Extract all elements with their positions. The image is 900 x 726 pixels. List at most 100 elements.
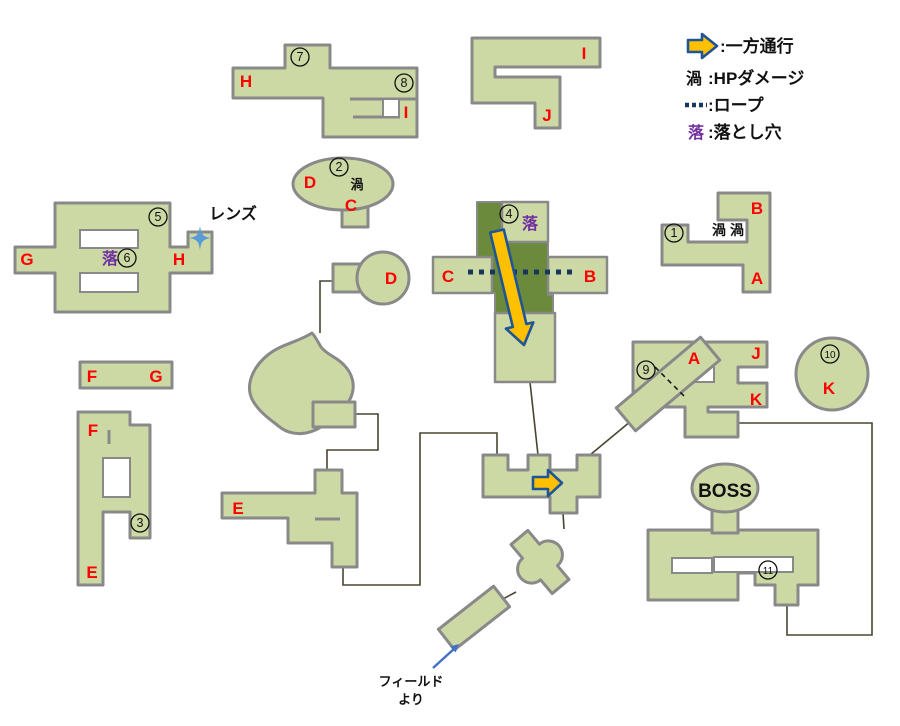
circled-number-2: 2 xyxy=(329,157,349,177)
one-way-arrow-hub xyxy=(531,468,564,498)
room-d-circle xyxy=(331,250,411,306)
label-g6: G xyxy=(20,250,33,269)
room-boss-11 xyxy=(646,462,820,607)
label-uzu2: 渦 xyxy=(350,177,363,192)
svg-text:5: 5 xyxy=(155,210,162,224)
room-f-g xyxy=(78,360,174,390)
hub-room xyxy=(481,453,602,515)
circled-numbers: 7 8 2 5 6 1 4 3 9 10 11 xyxy=(117,47,840,580)
label-a1: A xyxy=(751,269,763,288)
label-c2: C xyxy=(345,196,357,215)
svg-text:9: 9 xyxy=(643,363,650,377)
room-6-hole-bottom xyxy=(79,272,139,293)
circled-number-11: 11 xyxy=(758,560,778,580)
label-f-small: F xyxy=(87,367,97,386)
connector-hub-to-room9 xyxy=(589,420,632,456)
one-way-legend-icon xyxy=(686,32,719,60)
flower-room xyxy=(509,528,571,596)
legend-hp-damage-label: :HPダメージ xyxy=(708,68,804,88)
room-10-k xyxy=(794,336,870,412)
svg-text:1: 1 xyxy=(671,226,678,240)
label-b1: B xyxy=(751,199,763,218)
legend-one-way-label: :一方通行 xyxy=(720,36,794,56)
field-entry-arrow xyxy=(432,644,459,669)
room-4-b-bar xyxy=(546,255,609,295)
label-c4: C xyxy=(442,267,454,286)
label-boss: BOSS xyxy=(698,481,752,502)
label-d2: D xyxy=(304,173,316,192)
room-11-hole-left xyxy=(671,557,713,574)
legend-rope-label: :ロープ xyxy=(708,95,765,115)
room-6-hole-top xyxy=(79,229,139,249)
label-k9: K xyxy=(750,390,763,409)
label-i-top: I xyxy=(404,103,409,122)
room-f-3-e xyxy=(76,410,152,587)
label-a9: A xyxy=(688,349,700,368)
room-d-round xyxy=(355,250,411,306)
svg-text:11: 11 xyxy=(763,566,774,577)
label-uzu1b: 渦 xyxy=(730,222,744,238)
label-fall4: 落 xyxy=(522,214,539,233)
room-4-top-right xyxy=(500,200,550,244)
circled-number-4: 4 xyxy=(499,204,519,224)
label-b4: B xyxy=(584,267,596,286)
connector-lines xyxy=(319,280,873,636)
label-j9: J xyxy=(751,344,760,363)
room-1-a-b xyxy=(660,191,772,294)
svg-text:3: 3 xyxy=(137,516,144,530)
room-5-6-shape xyxy=(13,201,214,314)
label-uzu1a: 渦 xyxy=(712,222,726,238)
svg-text:6: 6 xyxy=(124,251,131,265)
label-f3: F xyxy=(88,421,98,440)
svg-text:7: 7 xyxy=(297,50,304,64)
label-g-small: G xyxy=(149,367,162,386)
room-h-7-8-i-shape xyxy=(231,43,419,139)
label-e-main: E xyxy=(232,499,243,518)
connector-blob-to-e xyxy=(326,413,379,470)
legend: :一方通行 渦 :HPダメージ :ロープ 落 :落とし穴 xyxy=(685,32,804,142)
blob-room xyxy=(248,331,357,435)
label-lens: レンズ xyxy=(209,204,257,223)
label-field-line2: より xyxy=(398,692,424,707)
circled-number-6: 6 xyxy=(117,248,137,268)
room-f-3-e-hole xyxy=(102,457,131,498)
room-2-blob xyxy=(291,156,395,212)
room-e xyxy=(220,468,359,569)
connector-hub-to-flower xyxy=(562,512,565,530)
lens-sparkle-icon xyxy=(189,226,211,250)
room-4-pitfall xyxy=(431,200,609,384)
circled-number-7: 7 xyxy=(290,47,310,67)
room-8-hole xyxy=(382,98,400,118)
field-arrow-line xyxy=(432,647,456,669)
rope-line-room9 xyxy=(654,366,687,399)
circled-number-1: 1 xyxy=(664,223,684,243)
field-arrow-head xyxy=(450,644,459,653)
label-field-line1: フィールド xyxy=(379,674,444,689)
label-j-mid: J xyxy=(542,106,551,125)
boss-chamber xyxy=(690,462,760,514)
legend-fall-glyph: 落 xyxy=(688,123,705,142)
label-h-top: H xyxy=(240,72,252,91)
circled-number-9: 9 xyxy=(636,360,656,380)
connector-room4-to-hub xyxy=(529,381,539,456)
label-d-key: D xyxy=(385,269,397,288)
svg-text:10: 10 xyxy=(824,350,836,361)
room-11-hole-right xyxy=(713,556,794,573)
room-9-a-j-k xyxy=(614,335,769,439)
blob-extension xyxy=(311,400,357,429)
legend-uzu-glyph: 渦 xyxy=(686,70,702,88)
circled-number-3: 3 xyxy=(130,513,150,533)
circled-number-5: 5 xyxy=(148,207,168,227)
room-labels: H I I J D 渦 C レンズ G 落 H 落 C B 渦 渦 B A F … xyxy=(20,44,835,707)
label-k10: K xyxy=(823,379,836,398)
room-4-c-bar xyxy=(431,255,494,295)
connector-e-to-hub xyxy=(342,432,498,586)
room-i-j xyxy=(470,36,602,130)
circled-number-10: 10 xyxy=(820,344,840,364)
label-i-mid: I xyxy=(582,44,587,63)
label-fall6: 落 xyxy=(102,249,119,268)
one-way-arrow-room4 xyxy=(488,228,535,347)
entry-corridor xyxy=(436,584,512,652)
